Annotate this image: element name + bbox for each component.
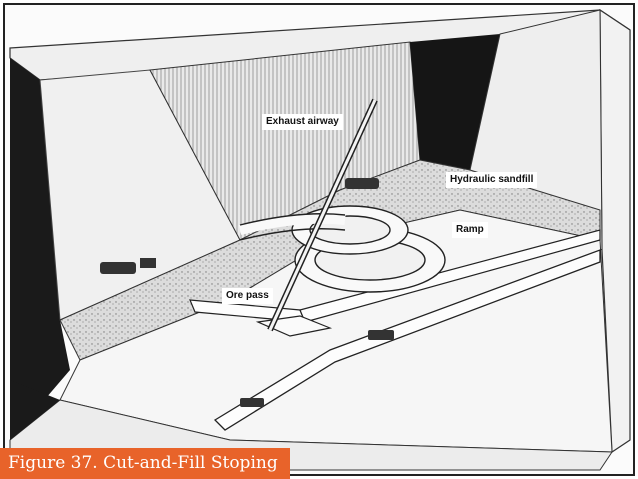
figure-caption: Figure 37. Cut-and-Fill Stoping [0,448,290,479]
label-hydraulic-sandfill: Hydraulic sandfill [446,172,537,188]
label-ore-pass: Ore pass [222,288,273,304]
truck-low [240,398,264,407]
loader-right [345,178,379,189]
label-ramp: Ramp [452,222,488,238]
truck-mid [368,330,394,340]
label-exhaust-airway: Exhaust airway [262,114,343,130]
